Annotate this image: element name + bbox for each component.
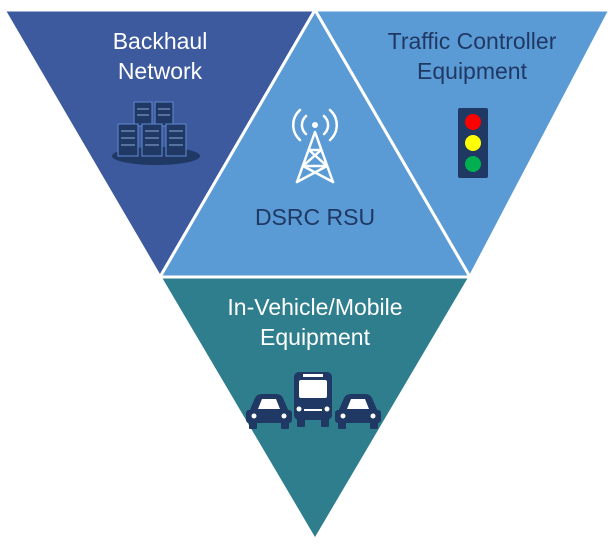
traffic-light-icon — [458, 108, 488, 178]
server-rack-icon — [112, 101, 200, 165]
vehicle-label: In-Vehicle/Mobile Equipment — [195, 292, 435, 352]
rsu-label-text: DSRC RSU — [254, 204, 376, 230]
rsu-label: DSRC RSU — [225, 202, 405, 232]
traffic-light-yellow — [465, 135, 481, 151]
radio-tower-icon — [291, 108, 339, 184]
vehicle-label-line2: Equipment — [260, 324, 370, 350]
backhaul-label-line1: Backhaul — [112, 28, 208, 54]
traffic-controller-label: Traffic Controller Equipment — [362, 26, 582, 86]
backhaul-label-line2: Network — [117, 58, 203, 84]
vehicle-label-line1: In-Vehicle/Mobile — [227, 294, 403, 320]
bus-icon — [294, 372, 332, 427]
traffic-light-green — [465, 156, 481, 172]
traffic-controller-label-line1: Traffic Controller — [387, 28, 557, 54]
car-left-icon — [246, 394, 292, 429]
car-right-icon — [335, 394, 381, 429]
traffic-controller-label-line2: Equipment — [417, 58, 527, 84]
traffic-light-red — [465, 114, 481, 130]
vehicles-icon — [246, 372, 381, 429]
backhaul-label: Backhaul Network — [60, 26, 260, 86]
